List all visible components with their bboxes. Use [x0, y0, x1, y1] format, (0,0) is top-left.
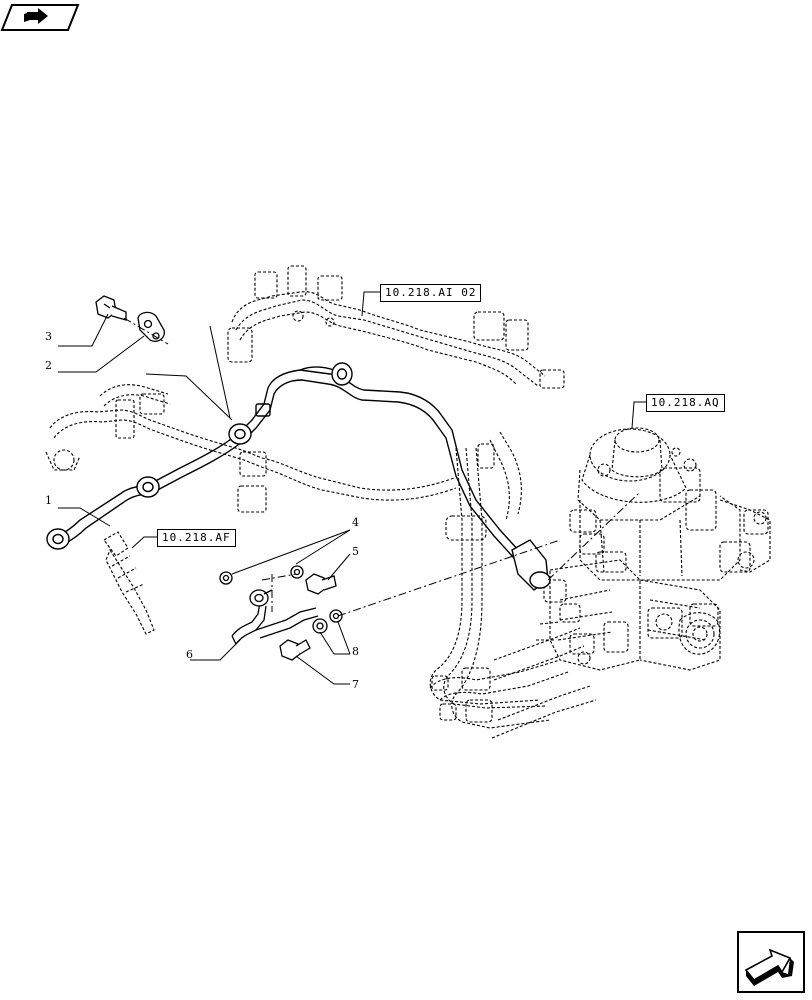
- next-arrow-icon: [744, 948, 794, 986]
- pump-end-nut: [511, 539, 551, 591]
- eye-fitting-top: [331, 362, 353, 386]
- phantom-injection-pump: [536, 427, 771, 671]
- callout-8: 8: [352, 645, 359, 658]
- leader-lines: [58, 291, 646, 685]
- back-arrow-icon: [24, 8, 48, 24]
- callout-5: 5: [352, 545, 359, 558]
- eye-fitting-lower-left: [46, 528, 70, 550]
- pipe-end-fittings: [46, 362, 551, 591]
- callout-1: 1: [45, 494, 52, 507]
- phantom-injector: [103, 531, 155, 635]
- callout-6: 6: [186, 648, 193, 661]
- eye-fitting-centre: [228, 423, 252, 445]
- clamp-part-2: [137, 311, 165, 342]
- callout-3: 3: [45, 330, 52, 343]
- reference-10-218-af[interactable]: 10.218.AF: [157, 529, 236, 547]
- banjo-bolt-part-3: [95, 295, 127, 321]
- back-nav-button[interactable]: [0, 0, 82, 36]
- assembly-centre-lines: [123, 317, 641, 617]
- callout-2: 2: [45, 359, 52, 372]
- eye-fitting-mid: [136, 476, 160, 498]
- reference-10-218-aq[interactable]: 10.218.AQ: [646, 394, 725, 412]
- hardware-parts: [219, 565, 343, 661]
- solid-pipes: [57, 366, 521, 559]
- callout-4: 4: [352, 516, 359, 529]
- reference-10-218-ai-02[interactable]: 10.218.AI 02: [380, 284, 482, 302]
- callout-7: 7: [352, 678, 359, 691]
- return-pipe-part-6: [231, 589, 319, 645]
- phantom-fuel-lines: [45, 265, 597, 739]
- next-nav-button[interactable]: [736, 930, 808, 996]
